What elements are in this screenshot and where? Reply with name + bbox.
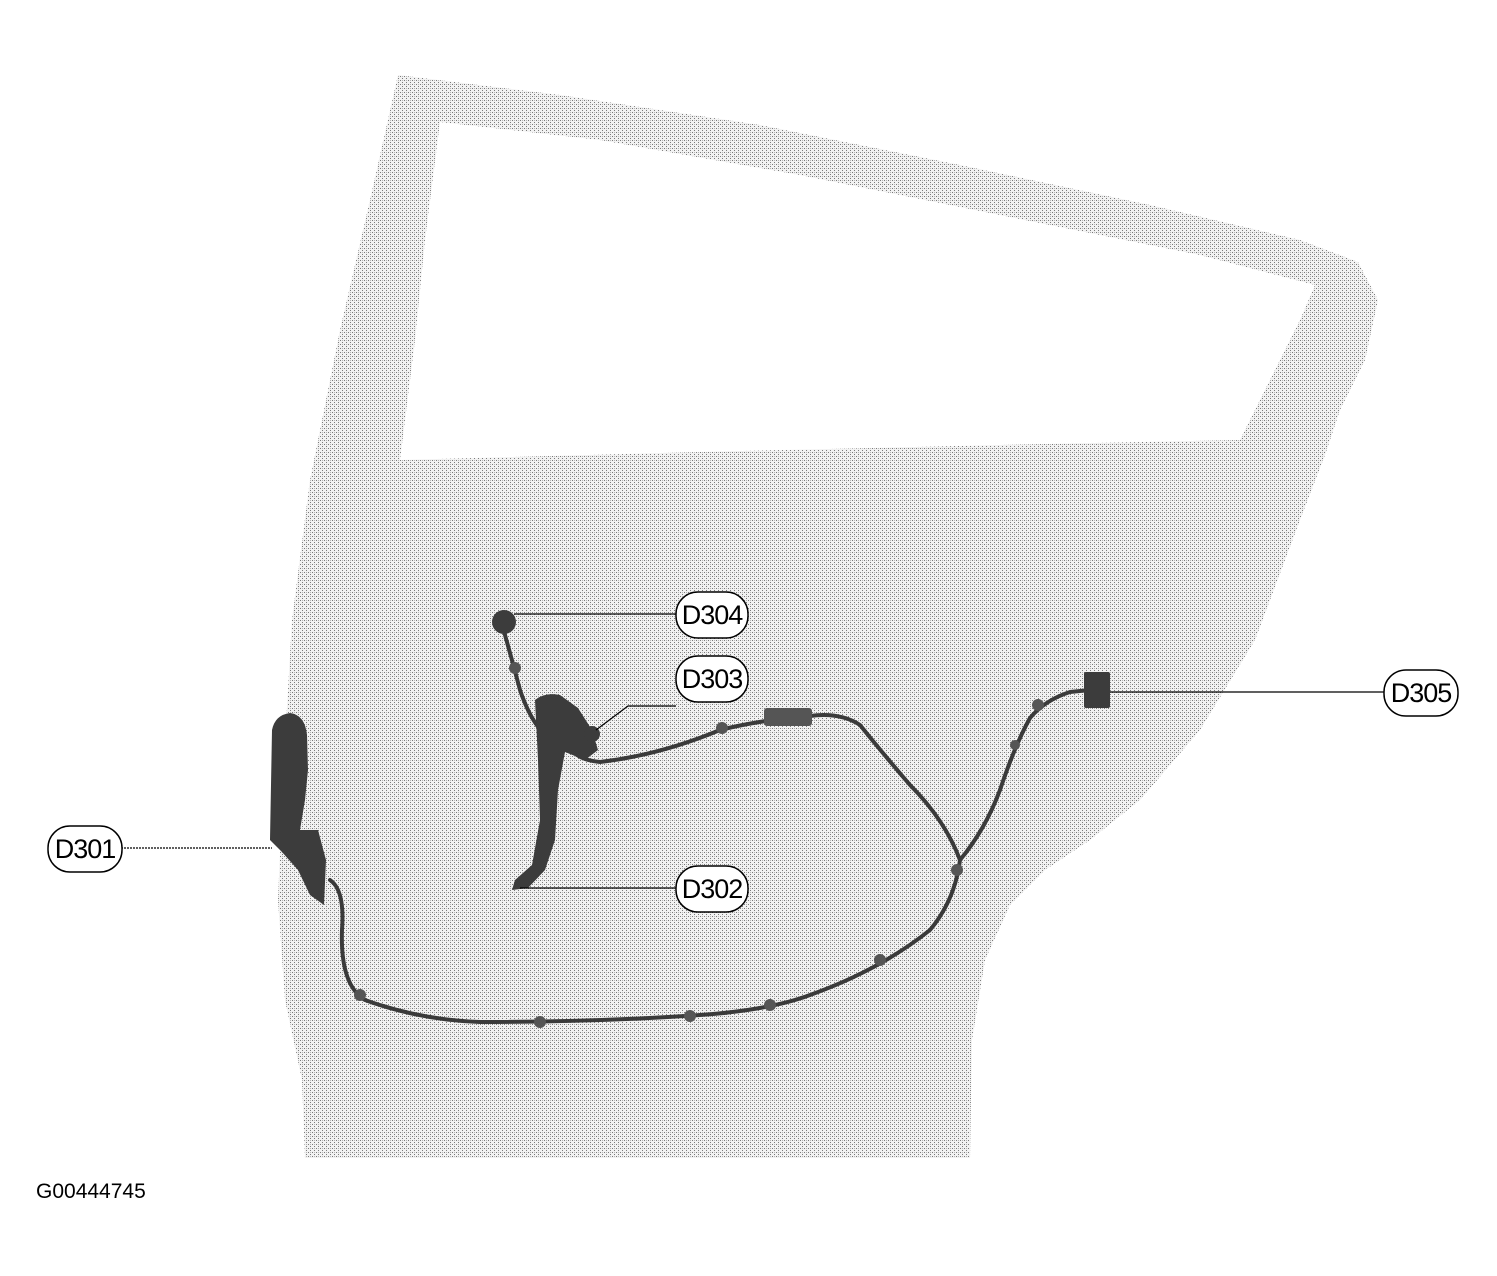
- d305-connector: [1084, 672, 1110, 708]
- door-panel: [278, 75, 1378, 1158]
- harness-clip: [354, 989, 366, 1001]
- harness-clip: [1032, 699, 1044, 711]
- harness-clip: [509, 662, 521, 674]
- callout-d305: D305: [1383, 669, 1459, 717]
- callout-d301: D301: [47, 825, 123, 873]
- branch-harness-d304: [501, 620, 547, 737]
- svg-text:D304: D304: [682, 600, 744, 630]
- harness-clip: [1010, 740, 1020, 750]
- harness-clip: [951, 864, 963, 876]
- harness-clip: [684, 1010, 696, 1022]
- d302-connector-assembly: [512, 694, 598, 890]
- svg-text:D301: D301: [55, 834, 116, 864]
- svg-text:D305: D305: [1391, 678, 1452, 708]
- d304-speaker-connector: [492, 610, 516, 634]
- harness-clip: [764, 999, 776, 1011]
- branch-harness-d305: [958, 688, 1092, 862]
- callout-d302: D302: [675, 865, 749, 913]
- svg-text:D303: D303: [682, 664, 743, 694]
- harness-clip: [874, 954, 886, 966]
- svg-text:D302: D302: [682, 874, 743, 904]
- d301-connector-assembly: [270, 713, 326, 905]
- main-harness: [328, 713, 962, 1024]
- figure-id: G00444745: [36, 1180, 146, 1203]
- d303-leader: [595, 705, 676, 731]
- harness-clip: [716, 722, 728, 734]
- harness-clip: [534, 1016, 546, 1028]
- harness-connector: [764, 708, 812, 726]
- callout-d303: D303: [675, 655, 749, 703]
- callout-d304: D304: [675, 591, 749, 639]
